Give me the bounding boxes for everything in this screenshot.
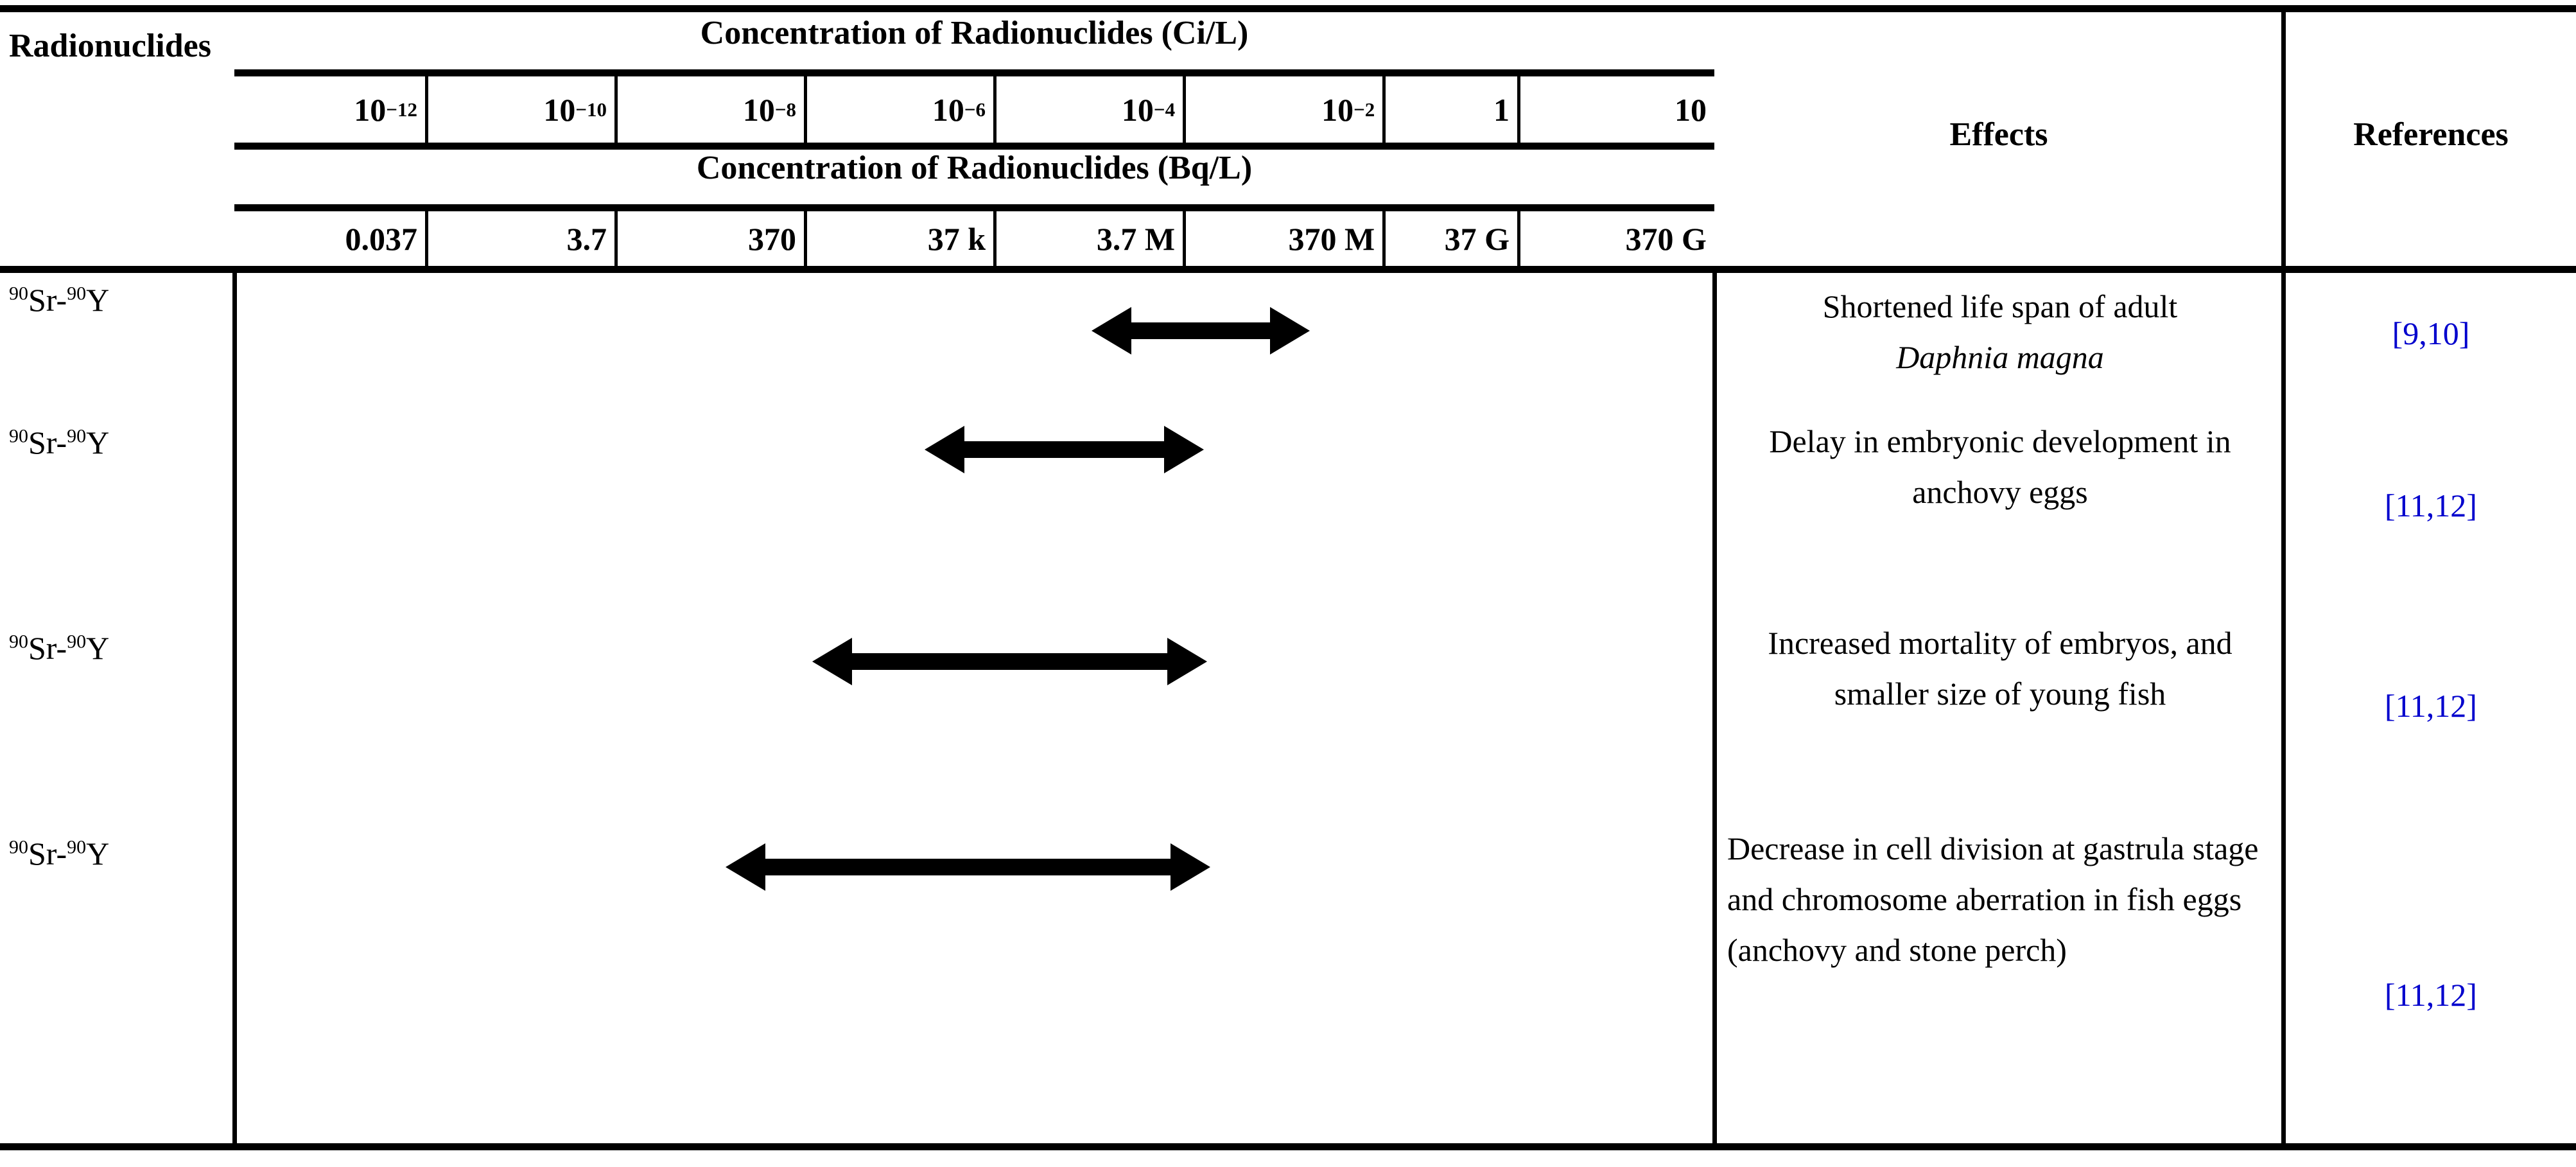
ci-scale-strip: 10−12 10−10 10−8 10−6 10−4 10−2 1 10 <box>234 76 1714 143</box>
table-top-border <box>0 5 2576 12</box>
element-sr: Sr- <box>28 836 67 872</box>
references-column-divider <box>2281 9 2286 1145</box>
ci-scale-top-rule <box>234 69 1714 76</box>
ci-scale-cell: 1 <box>1386 76 1520 143</box>
concentration-ci-header: Concentration of Radionuclides (Ci/L) <box>700 15 1249 51</box>
concentration-range-arrow <box>925 421 1204 478</box>
table-row-radionuclide: 90Sr-90Y <box>9 425 221 461</box>
table-row-reference[interactable]: [9,10] <box>2392 315 2470 351</box>
mass-number-suffix: 90 <box>67 836 87 858</box>
ci-scale-cell: 10−8 <box>618 76 808 143</box>
ci-scale-cell: 10−4 <box>996 76 1187 143</box>
table-row-effect: Delay in embryonic development in anchov… <box>1769 423 2231 510</box>
ci-mantissa: 10 <box>742 91 775 128</box>
concentration-range-arrow <box>726 838 1210 896</box>
ci-scale-cell: 10−2 <box>1186 76 1386 143</box>
table-row-reference[interactable]: [11,12] <box>2385 688 2477 724</box>
table-row-reference[interactable]: [11,12] <box>2385 977 2477 1013</box>
ci-mantissa: 10 <box>354 91 387 128</box>
bq-scale-cell: 370 <box>618 211 808 266</box>
mass-number-prefix: 90 <box>9 283 28 304</box>
mass-number-prefix: 90 <box>9 631 28 653</box>
radionuclide-column-divider <box>232 270 237 1145</box>
ci-scale-cell: 10 <box>1520 76 1714 143</box>
header-bottom-border <box>0 266 2576 273</box>
species-italic: Daphnia magna <box>1896 339 2104 375</box>
effects-column-header: Effects <box>1949 116 2048 153</box>
element-sr: Sr- <box>28 425 67 461</box>
bq-scale-cell: 3.7 <box>428 211 618 266</box>
element-sr: Sr- <box>28 282 67 318</box>
bq-scale-cell: 37 G <box>1386 211 1520 266</box>
table-row-effect: Shortened life span of adult Daphnia mag… <box>1727 281 2273 383</box>
mass-number-prefix: 90 <box>9 425 28 447</box>
ci-scale-cell: 10−6 <box>807 76 997 143</box>
ci-mantissa: 10 <box>932 91 964 128</box>
ci-mantissa: 1 <box>1493 91 1510 128</box>
table-row-effect: Increased mortality of embryos, and smal… <box>1768 625 2232 712</box>
table-row-reference[interactable]: [11,12] <box>2385 487 2477 523</box>
element-y: Y <box>86 836 110 872</box>
bq-scale-cell: 3.7 M <box>996 211 1187 266</box>
bq-scale-cell: 0.037 <box>234 211 428 266</box>
ci-mantissa: 10 <box>1121 91 1154 128</box>
ci-mantissa: 10 <box>1674 91 1707 128</box>
table-bottom-border <box>0 1143 2576 1150</box>
element-y: Y <box>86 282 110 318</box>
effects-column-divider <box>1712 270 1717 1145</box>
ci-mantissa: 10 <box>1321 91 1354 128</box>
mass-number-suffix: 90 <box>67 425 87 447</box>
element-sr: Sr- <box>28 630 67 666</box>
mass-number-suffix: 90 <box>67 631 87 653</box>
table-row-effect: Decrease in cell division at gastrula st… <box>1727 830 2259 968</box>
ci-scale-cell: 10−10 <box>428 76 618 143</box>
mass-number-suffix: 90 <box>67 283 87 304</box>
element-y: Y <box>86 425 110 461</box>
bq-scale-cell: 37 k <box>807 211 997 266</box>
references-column-header: References <box>2353 116 2509 153</box>
mass-number-prefix: 90 <box>9 836 28 858</box>
concentration-range-arrow <box>812 633 1207 690</box>
bq-scale-cell: 370 M <box>1186 211 1386 266</box>
concentration-bq-header: Concentration of Radionuclides (Bq/L) <box>696 150 1253 186</box>
element-y: Y <box>86 630 110 666</box>
effect-line: Shortened life span of adult <box>1822 288 2178 324</box>
ci-scale-cell: 10−12 <box>234 76 428 143</box>
table-row-radionuclide: 90Sr-90Y <box>9 283 221 318</box>
table-row-radionuclide: 90Sr-90Y <box>9 631 221 666</box>
bq-scale-strip: 0.037 3.7 370 37 k 3.7 M 370 M 37 G 370 … <box>234 211 1714 266</box>
bq-scale-top-rule <box>234 204 1714 211</box>
ci-scale-bottom-rule <box>234 143 1714 150</box>
bq-scale-cell: 370 G <box>1625 220 1707 257</box>
table-row-radionuclide: 90Sr-90Y <box>9 836 221 872</box>
effect-species-name: Daphnia magna <box>1727 332 2273 383</box>
radionuclides-column-header: Radionuclides <box>9 28 211 64</box>
ci-mantissa: 10 <box>543 91 576 128</box>
concentration-range-arrow <box>1092 302 1310 360</box>
